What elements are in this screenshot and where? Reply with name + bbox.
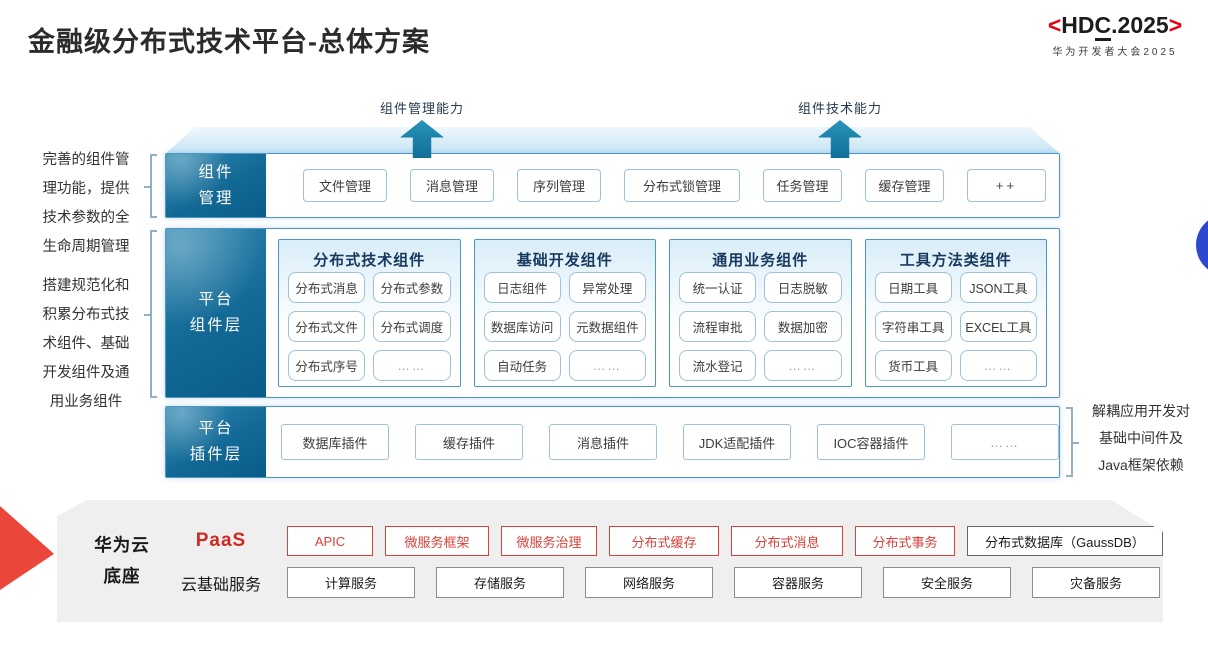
group-item: 日志脱敏	[764, 272, 842, 303]
group-item: 日志组件	[483, 272, 561, 303]
cloud-service-item: 安全服务	[883, 567, 1011, 598]
capability-technology: 组件技术能力	[775, 98, 905, 158]
group-title: 工具方法类组件	[899, 252, 1012, 269]
paas-item: 分布式消息	[731, 526, 843, 556]
plugin-items: 数据库插件 缓存插件 消息插件 JDK适配插件 IOC容器插件 ……	[281, 407, 1059, 477]
capability-management: 组件管理能力	[357, 98, 487, 158]
cloud-service-item: 存储服务	[436, 567, 564, 598]
foundation-label: 华为云 底座	[94, 534, 150, 586]
management-item: 任务管理	[763, 169, 842, 202]
group-item: 分布式消息	[288, 272, 366, 303]
hdc-logo-subtitle: 华为开发者大会2025	[1052, 47, 1178, 58]
row-label-component-management: 组件 管理	[166, 154, 266, 217]
component-groups: 分布式技术组件 分布式消息 分布式参数 分布式文件 分布式调度 分布式序号 ………	[266, 229, 1059, 397]
paas-item: 分布式事务	[855, 526, 955, 556]
group-item: 数据加密	[764, 311, 842, 342]
group-item: 数据库访问	[483, 311, 561, 342]
group-item: 字符串工具	[874, 311, 952, 342]
capability-management-label: 组件管理能力	[379, 101, 464, 116]
plugin-item: JDK适配插件	[683, 424, 791, 460]
cloud-service-item: 网络服务	[585, 567, 713, 598]
group-title: 通用业务组件	[712, 252, 809, 269]
capability-technology-label: 组件技术能力	[797, 101, 882, 116]
group-item-more: ……	[373, 350, 451, 381]
paas-item: 微服务框架	[385, 526, 489, 556]
group-title: 基础开发组件	[516, 252, 613, 269]
paas-item-gaussdb: 分布式数据库（GaussDB）	[967, 526, 1163, 556]
group-item: 分布式序号	[288, 350, 366, 381]
bracket-row1	[144, 154, 157, 218]
paas-item: 微服务治理	[501, 526, 597, 556]
row-platform-plugins: 平台 插件层 数据库插件 缓存插件 消息插件 JDK适配插件 IOC容器插件 ……	[165, 406, 1060, 478]
hdc-logo: <HDC.2025> 华为开发者大会2025	[1026, 12, 1204, 58]
up-arrow-icon	[400, 120, 444, 158]
bracket-row2	[144, 230, 157, 398]
cloud-services-row: 云基础服务 计算服务 存储服务 网络服务 容器服务 安全服务 灾备服务	[169, 567, 1163, 598]
group-item: EXCEL工具	[959, 311, 1037, 342]
management-item: 消息管理	[410, 169, 494, 202]
paas-item: APIC	[287, 526, 373, 556]
perspective-band	[165, 127, 1060, 154]
management-item: 序列管理	[517, 169, 601, 202]
group-item: 日期工具	[874, 272, 952, 303]
group-item: 流程审批	[679, 311, 757, 342]
plugin-item: 缓存插件	[415, 424, 523, 460]
group-item-more: ……	[568, 350, 646, 381]
plugin-item: 消息插件	[549, 424, 657, 460]
management-item: 分布式锁管理	[624, 169, 740, 202]
group-item: JSON工具	[959, 272, 1037, 303]
paas-row: PaaS APIC 微服务框架 微服务治理 分布式缓存 分布式消息 分布式事务 …	[169, 526, 1163, 556]
management-item-more: ++	[967, 169, 1046, 202]
management-item: 文件管理	[303, 169, 387, 202]
plugin-item-more: ……	[951, 424, 1059, 460]
group-item: 异常处理	[568, 272, 646, 303]
paas-label: PaaS	[195, 530, 247, 551]
group-tool-methods: 工具方法类组件 日期工具 JSON工具 字符串工具 EXCEL工具 货币工具 ……	[864, 239, 1047, 387]
decorative-circle	[1196, 214, 1208, 276]
plugin-item: 数据库插件	[281, 424, 389, 460]
logo-left-angle-icon: <	[1047, 12, 1062, 38]
management-item: 缓存管理	[865, 169, 944, 202]
group-item: 自动任务	[483, 350, 561, 381]
logo-right-angle-icon: >	[1168, 12, 1183, 38]
bracket-row3	[1066, 407, 1079, 477]
group-item: 元数据组件	[568, 311, 646, 342]
row-platform-components: 平台 组件层 分布式技术组件 分布式消息 分布式参数 分布式文件 分布式调度 分…	[165, 228, 1060, 398]
group-item: 分布式调度	[373, 311, 451, 342]
group-item: 分布式参数	[373, 272, 451, 303]
annotation-component-management: 完善的组件管 理功能，提供 技术参数的全 生命周期管理	[42, 152, 130, 255]
group-item-more: ……	[764, 350, 842, 381]
annotation-plugin-layer: 解耦应用开发对 基础中间件及 Java框架依赖	[1092, 403, 1190, 473]
up-arrow-icon	[818, 120, 862, 158]
paas-item: 分布式缓存	[609, 526, 719, 556]
group-item-more: ……	[959, 350, 1037, 381]
cloud-service-item: 计算服务	[287, 567, 415, 598]
red-pointer-icon	[0, 506, 54, 590]
group-title: 分布式技术组件	[313, 252, 426, 269]
annotation-platform-components: 搭建规范化和 积累分布式技 术组件、基础 开发组件及通 用业务组件	[42, 278, 130, 410]
cloud-service-item: 容器服务	[734, 567, 862, 598]
group-distributed-tech: 分布式技术组件 分布式消息 分布式参数 分布式文件 分布式调度 分布式序号 ……	[278, 239, 461, 387]
group-item: 流水登记	[679, 350, 757, 381]
row-label-platform-plugins: 平台 插件层	[166, 407, 266, 477]
row-component-management: 组件 管理 文件管理 消息管理 序列管理 分布式锁管理 任务管理 缓存管理 ++	[165, 153, 1060, 218]
group-item: 分布式文件	[288, 311, 366, 342]
row-label-platform-components: 平台 组件层	[166, 229, 266, 397]
cloud-services-label: 云基础服务	[180, 576, 261, 594]
plugin-item: IOC容器插件	[817, 424, 925, 460]
group-item: 货币工具	[874, 350, 952, 381]
hdc-logo-text: <HDC.2025>	[1026, 12, 1204, 41]
group-item: 统一认证	[679, 272, 757, 303]
huawei-cloud-foundation: 华为云 底座 PaaS APIC 微服务框架 微服务治理 分布式缓存 分布式消息…	[57, 500, 1163, 622]
group-basic-dev: 基础开发组件 日志组件 异常处理 数据库访问 元数据组件 自动任务 ……	[473, 239, 656, 387]
group-common-business: 通用业务组件 统一认证 日志脱敏 流程审批 数据加密 流水登记 ……	[669, 239, 852, 387]
cloud-service-item: 灾备服务	[1032, 567, 1160, 598]
management-items: 文件管理 消息管理 序列管理 分布式锁管理 任务管理 缓存管理 ++	[303, 154, 1046, 217]
page-title: 金融级分布式技术平台-总体方案	[28, 27, 430, 57]
